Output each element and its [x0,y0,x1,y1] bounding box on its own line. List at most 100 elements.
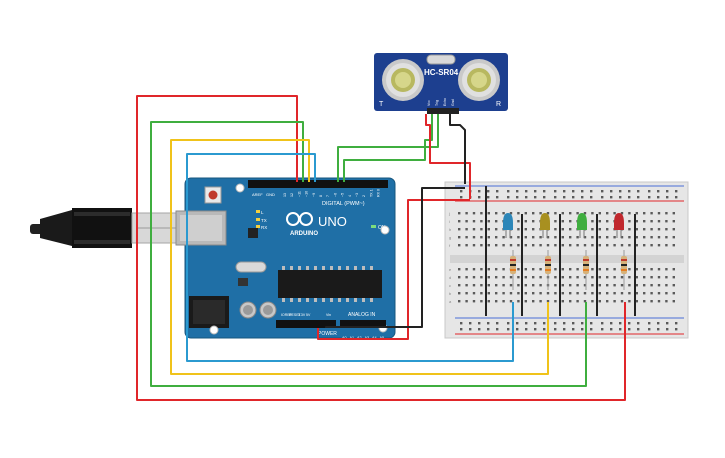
breadboard-hole[interactable] [539,300,542,303]
breadboard-hole[interactable] [509,212,513,215]
breadboard-hole[interactable] [650,268,653,271]
breadboard-hole[interactable] [487,228,490,231]
breadboard-hole[interactable] [635,244,638,247]
breadboard-hole[interactable] [628,292,631,295]
breadboard-hole[interactable] [576,276,579,279]
breadboard-hole[interactable] [502,236,505,239]
breadboard-hole[interactable] [554,236,557,239]
breadboard-hole[interactable] [458,244,461,247]
breadboard-hole[interactable] [502,276,505,279]
breadboard-hole[interactable] [525,190,528,193]
breadboard-hole[interactable] [525,328,528,331]
breadboard-hole[interactable] [657,276,661,279]
breadboard-hole[interactable] [569,236,572,239]
breadboard-hole[interactable] [507,190,510,193]
breadboard-hole[interactable] [606,244,609,247]
breadboard-hole[interactable] [620,236,624,239]
breadboard-hole[interactable] [495,276,498,279]
breadboard-hole[interactable] [554,300,557,303]
breadboard-hole[interactable] [572,322,575,325]
breadboard-hole[interactable] [524,228,527,231]
wire-5v[interactable] [317,199,470,340]
breadboard-hole[interactable] [591,284,594,287]
breadboard-hole[interactable] [563,190,566,193]
breadboard-hole[interactable] [665,300,668,303]
breadboard-hole[interactable] [637,322,640,325]
breadboard-hole[interactable] [524,220,527,223]
breadboard-hole[interactable] [465,268,468,271]
breadboard-hole[interactable] [516,196,519,199]
breadboard-hole[interactable] [495,228,498,231]
arduino-board[interactable]: ARDUINO UNO DIGITAL (PWM~) POWER ANALOG … [175,177,396,340]
breadboard-hole[interactable] [591,228,594,231]
usb-cable[interactable] [30,208,179,248]
breadboard-hole[interactable] [581,190,584,193]
breadboard-hole[interactable] [495,268,498,271]
breadboard-hole[interactable] [539,244,542,247]
breadboard-hole[interactable] [517,276,520,279]
breadboard-hole[interactable] [539,284,542,287]
breadboard-hole[interactable] [628,228,631,231]
breadboard-hole[interactable] [458,300,461,303]
breadboard-hole[interactable] [635,276,638,279]
breadboard-hole[interactable] [598,212,601,215]
breadboard-hole[interactable] [509,276,513,279]
breadboard-hole[interactable] [583,292,587,295]
breadboard-hole[interactable] [650,300,653,303]
breadboard-hole[interactable] [606,292,609,295]
breadboard-hole[interactable] [458,284,461,287]
breadboard-hole[interactable] [478,322,481,325]
breadboard-hole[interactable] [487,220,490,223]
breadboard-hole[interactable] [561,268,564,271]
breadboard-hole[interactable] [539,236,542,239]
breadboard-hole[interactable] [469,328,472,331]
breadboard-hole[interactable] [657,228,661,231]
breadboard-hole[interactable] [502,300,505,303]
breadboard-hole[interactable] [532,220,535,223]
breadboard-hole[interactable] [478,190,481,193]
breadboard-hole[interactable] [554,276,557,279]
breadboard-hole[interactable] [643,300,646,303]
breadboard-hole[interactable] [524,268,527,271]
breadboard-hole[interactable] [487,292,490,295]
breadboard-hole[interactable] [628,268,631,271]
breadboard-hole[interactable] [480,236,483,239]
breadboard-hole[interactable] [572,196,575,199]
breadboard-hole[interactable] [495,212,498,215]
breadboard-hole[interactable] [613,244,616,247]
breadboard-hole[interactable] [487,328,490,331]
resistor-blue[interactable] [510,250,516,290]
breadboard-hole[interactable] [610,328,613,331]
breadboard-hole[interactable] [628,190,631,193]
breadboard-hole[interactable] [643,292,646,295]
wire-trig[interactable] [343,114,433,182]
breadboard-hole[interactable] [495,300,498,303]
breadboard-hole[interactable] [637,190,640,193]
wire-led-green[interactable] [150,121,587,387]
breadboard-hole[interactable] [675,196,678,199]
breadboard-hole[interactable] [601,328,604,331]
breadboard-hole[interactable] [665,276,668,279]
breadboard-hole[interactable] [635,292,638,295]
breadboard-hole[interactable] [561,212,564,215]
breadboard-hole[interactable] [554,190,557,193]
breadboard-hole[interactable] [509,244,513,247]
breadboard-hole[interactable] [576,236,579,239]
breadboard-hole[interactable] [507,322,510,325]
breadboard-hole[interactable] [619,322,622,325]
breadboard-hole[interactable] [495,244,498,247]
wire-sensor-gnd[interactable] [449,114,466,184]
breadboard-hole[interactable] [487,276,490,279]
breadboard-hole[interactable] [657,284,661,287]
breadboard-hole[interactable] [628,300,631,303]
wire-sensor-vcc[interactable] [425,114,471,199]
breadboard-hole[interactable] [672,212,675,215]
breadboard-hole[interactable] [465,236,468,239]
breadboard-hole[interactable] [672,220,675,223]
wire-gnd[interactable] [325,187,465,328]
breadboard-hole[interactable] [509,292,513,295]
breadboard-hole[interactable] [657,196,660,199]
breadboard-hole[interactable] [576,244,579,247]
breadboard-hole[interactable] [534,190,537,193]
